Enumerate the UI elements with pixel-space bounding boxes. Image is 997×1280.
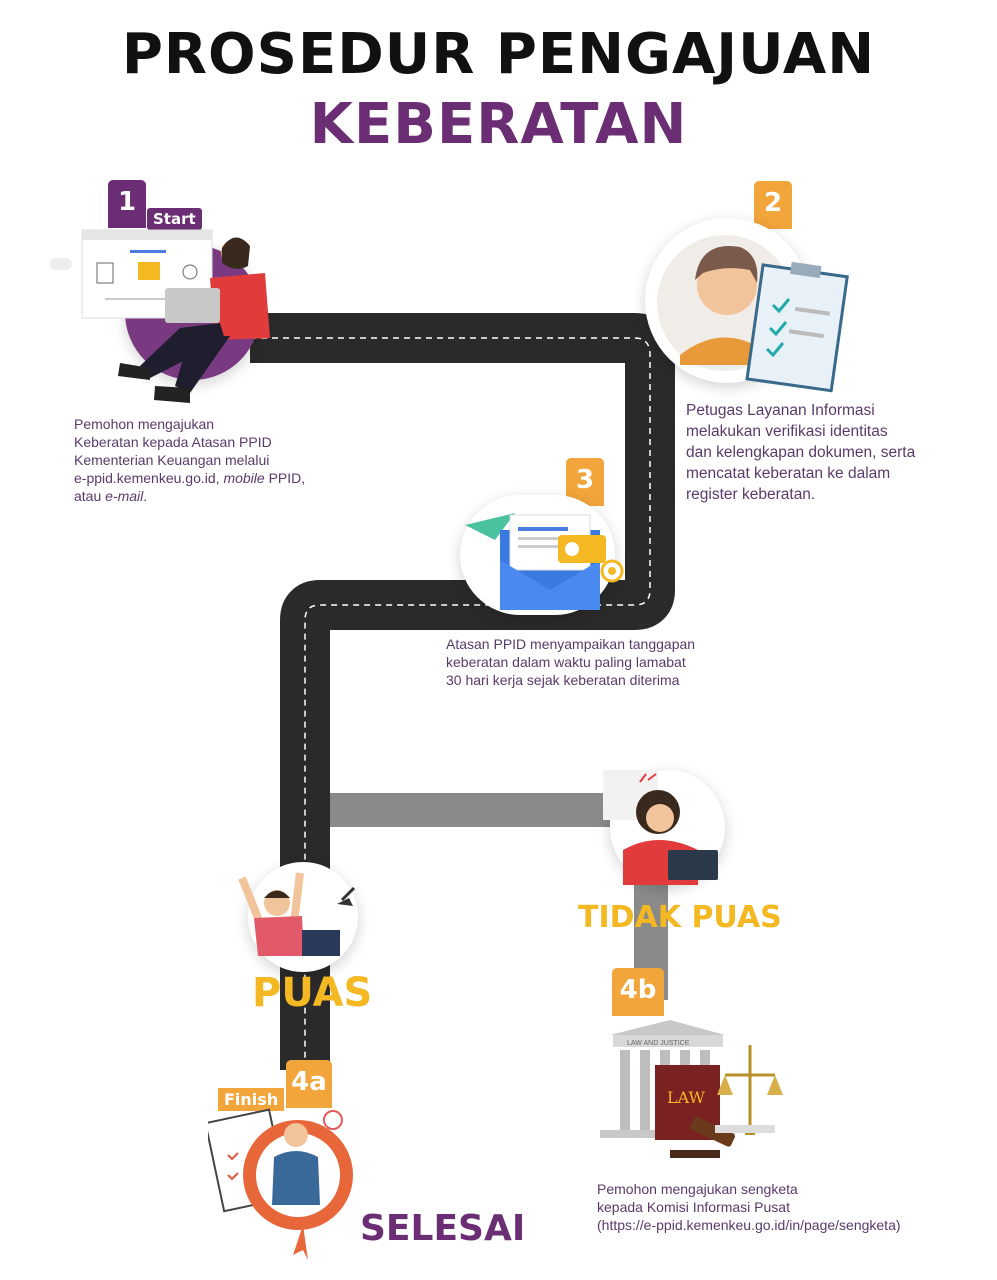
person-laptop-illustration [50, 229, 270, 403]
step-3-badge: 3 [566, 458, 604, 506]
step-1-line-1: Pemohon mengajukan [74, 416, 215, 432]
step-1-line-5: atau e-mail. [74, 487, 334, 505]
step-4b-line-2: kepada Komisi Informasi Pusat [597, 1199, 790, 1215]
law-building-text: LAW AND JUSTICE [627, 1040, 690, 1047]
step-1-email: e-mail [105, 488, 144, 504]
step-2-description: Petugas Layanan Informasi melakukan veri… [686, 400, 986, 505]
step-4b-badge: 4b [612, 968, 664, 1016]
step-1-line-4: e-ppid.kemenkeu.go.id, mobile PPID, [74, 469, 334, 487]
officer-clipboard-illustration [657, 235, 849, 393]
step-3-line-2: keberatan dalam waktu paling lamabat [446, 654, 686, 670]
step-2-badge: 2 [754, 181, 792, 229]
step-4b-line-1: Pemohon mengajukan sengketa [597, 1181, 798, 1197]
law-court-illustration: LAW AND JUSTICE LAW [600, 1020, 783, 1158]
step-1-description: Pemohon mengajukan Keberatan kepada Atas… [74, 415, 334, 505]
step-1-atau: atau [74, 488, 106, 504]
step-2-line-4: mencatat keberatan ke dalam [686, 465, 891, 482]
road-main-dash [250, 337, 651, 1070]
page-subtitle: KEBERATAN [309, 92, 688, 157]
step-1-line-3: Kementerian Keuangan melalui [74, 452, 270, 468]
law-book-text: LAW [667, 1088, 706, 1107]
frustrated-woman-illustration [603, 770, 718, 885]
step-1-link-text: e-ppid.kemenkeu.go.id, [74, 470, 224, 486]
step-1-mobile: mobile [223, 470, 265, 486]
step-2-line-5: register keberatan. [686, 486, 816, 503]
step-1-line-2: Keberatan kepada Atasan PPID [74, 434, 272, 450]
step-4a-badge: 4a [286, 1060, 332, 1108]
finish-achievement-illustration [208, 1108, 353, 1260]
puas-label: PUAS [252, 970, 373, 1016]
step-4b-description: Pemohon mengajukan sengketa kepada Komis… [597, 1180, 977, 1234]
step-2-line-3: dan kelengkapan dokumen, serta [686, 444, 916, 461]
step-1-badge: 1 [108, 180, 146, 228]
step-3-description: Atasan PPID menyampaikan tanggapan keber… [446, 635, 746, 689]
finish-tag: Finish [218, 1088, 285, 1111]
step-2-line-2: melakukan verifikasi identitas [686, 423, 888, 440]
tidak-puas-label: TIDAK PUAS [578, 900, 782, 935]
page-title: PROSEDUR PENGAJUAN [121, 22, 876, 87]
step-4b-line-3: (https://e-ppid.kemenkeu.go.id/in/page/s… [597, 1217, 901, 1233]
happy-man-illustration [238, 872, 356, 956]
step-2-line-1: Petugas Layanan Informasi [686, 402, 875, 419]
start-tag: Start [147, 208, 202, 230]
selesai-label: SELESAI [360, 1208, 526, 1249]
step-1-ppid: PPID, [264, 470, 306, 486]
email-envelope-illustration [465, 513, 624, 610]
step-1-period: . [143, 488, 148, 504]
step-3-line-3: 30 hari kerja sejak keberatan diterima [446, 672, 680, 688]
step-3-line-1: Atasan PPID menyampaikan tanggapan [446, 636, 696, 652]
